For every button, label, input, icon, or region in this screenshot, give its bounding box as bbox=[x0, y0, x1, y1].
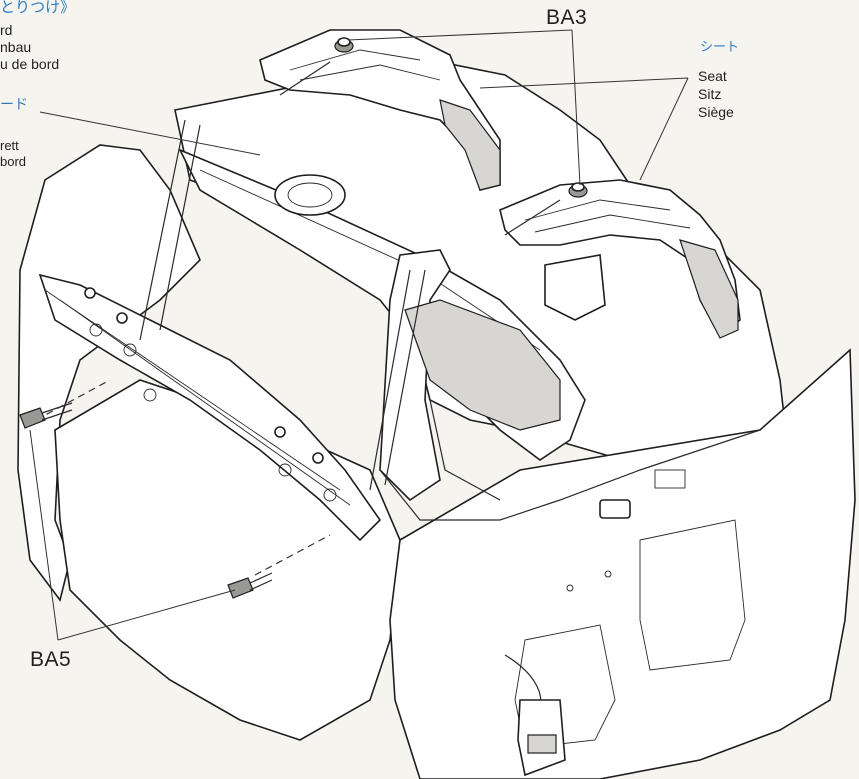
dashboard-panel bbox=[38, 273, 382, 542]
divider-wall bbox=[379, 249, 561, 502]
seat-label-en: Seat bbox=[698, 68, 727, 84]
seat-label-fr: Siège bbox=[698, 104, 734, 120]
door-panel bbox=[504, 469, 746, 777]
dashboard-label-jp: ード bbox=[0, 97, 28, 113]
dashboard-name-line3: u de bord bbox=[0, 56, 60, 72]
seat-label-jp: シート bbox=[700, 40, 740, 55]
part-code-ba3: BA3 bbox=[546, 6, 588, 29]
screw-ba5-upper bbox=[19, 402, 73, 429]
seat-right bbox=[499, 179, 741, 339]
dashboard-name-line2: nbau bbox=[0, 39, 32, 55]
dashboard-label-line2: bord bbox=[0, 154, 27, 169]
part-code-ba5: BA5 bbox=[30, 648, 72, 671]
dashboard-label-line1: rett bbox=[0, 138, 19, 153]
seat-label-de: Sitz bbox=[698, 86, 722, 102]
dashboard-name-line1: rd bbox=[0, 22, 13, 38]
leader-lines bbox=[29, 29, 689, 641]
cab-shell bbox=[17, 59, 856, 779]
assembly-guides bbox=[35, 61, 561, 576]
assembly-heading-jp: とりつけ》 bbox=[0, 0, 76, 16]
screw-ba5-lower bbox=[227, 572, 273, 599]
seat-left bbox=[259, 29, 501, 191]
